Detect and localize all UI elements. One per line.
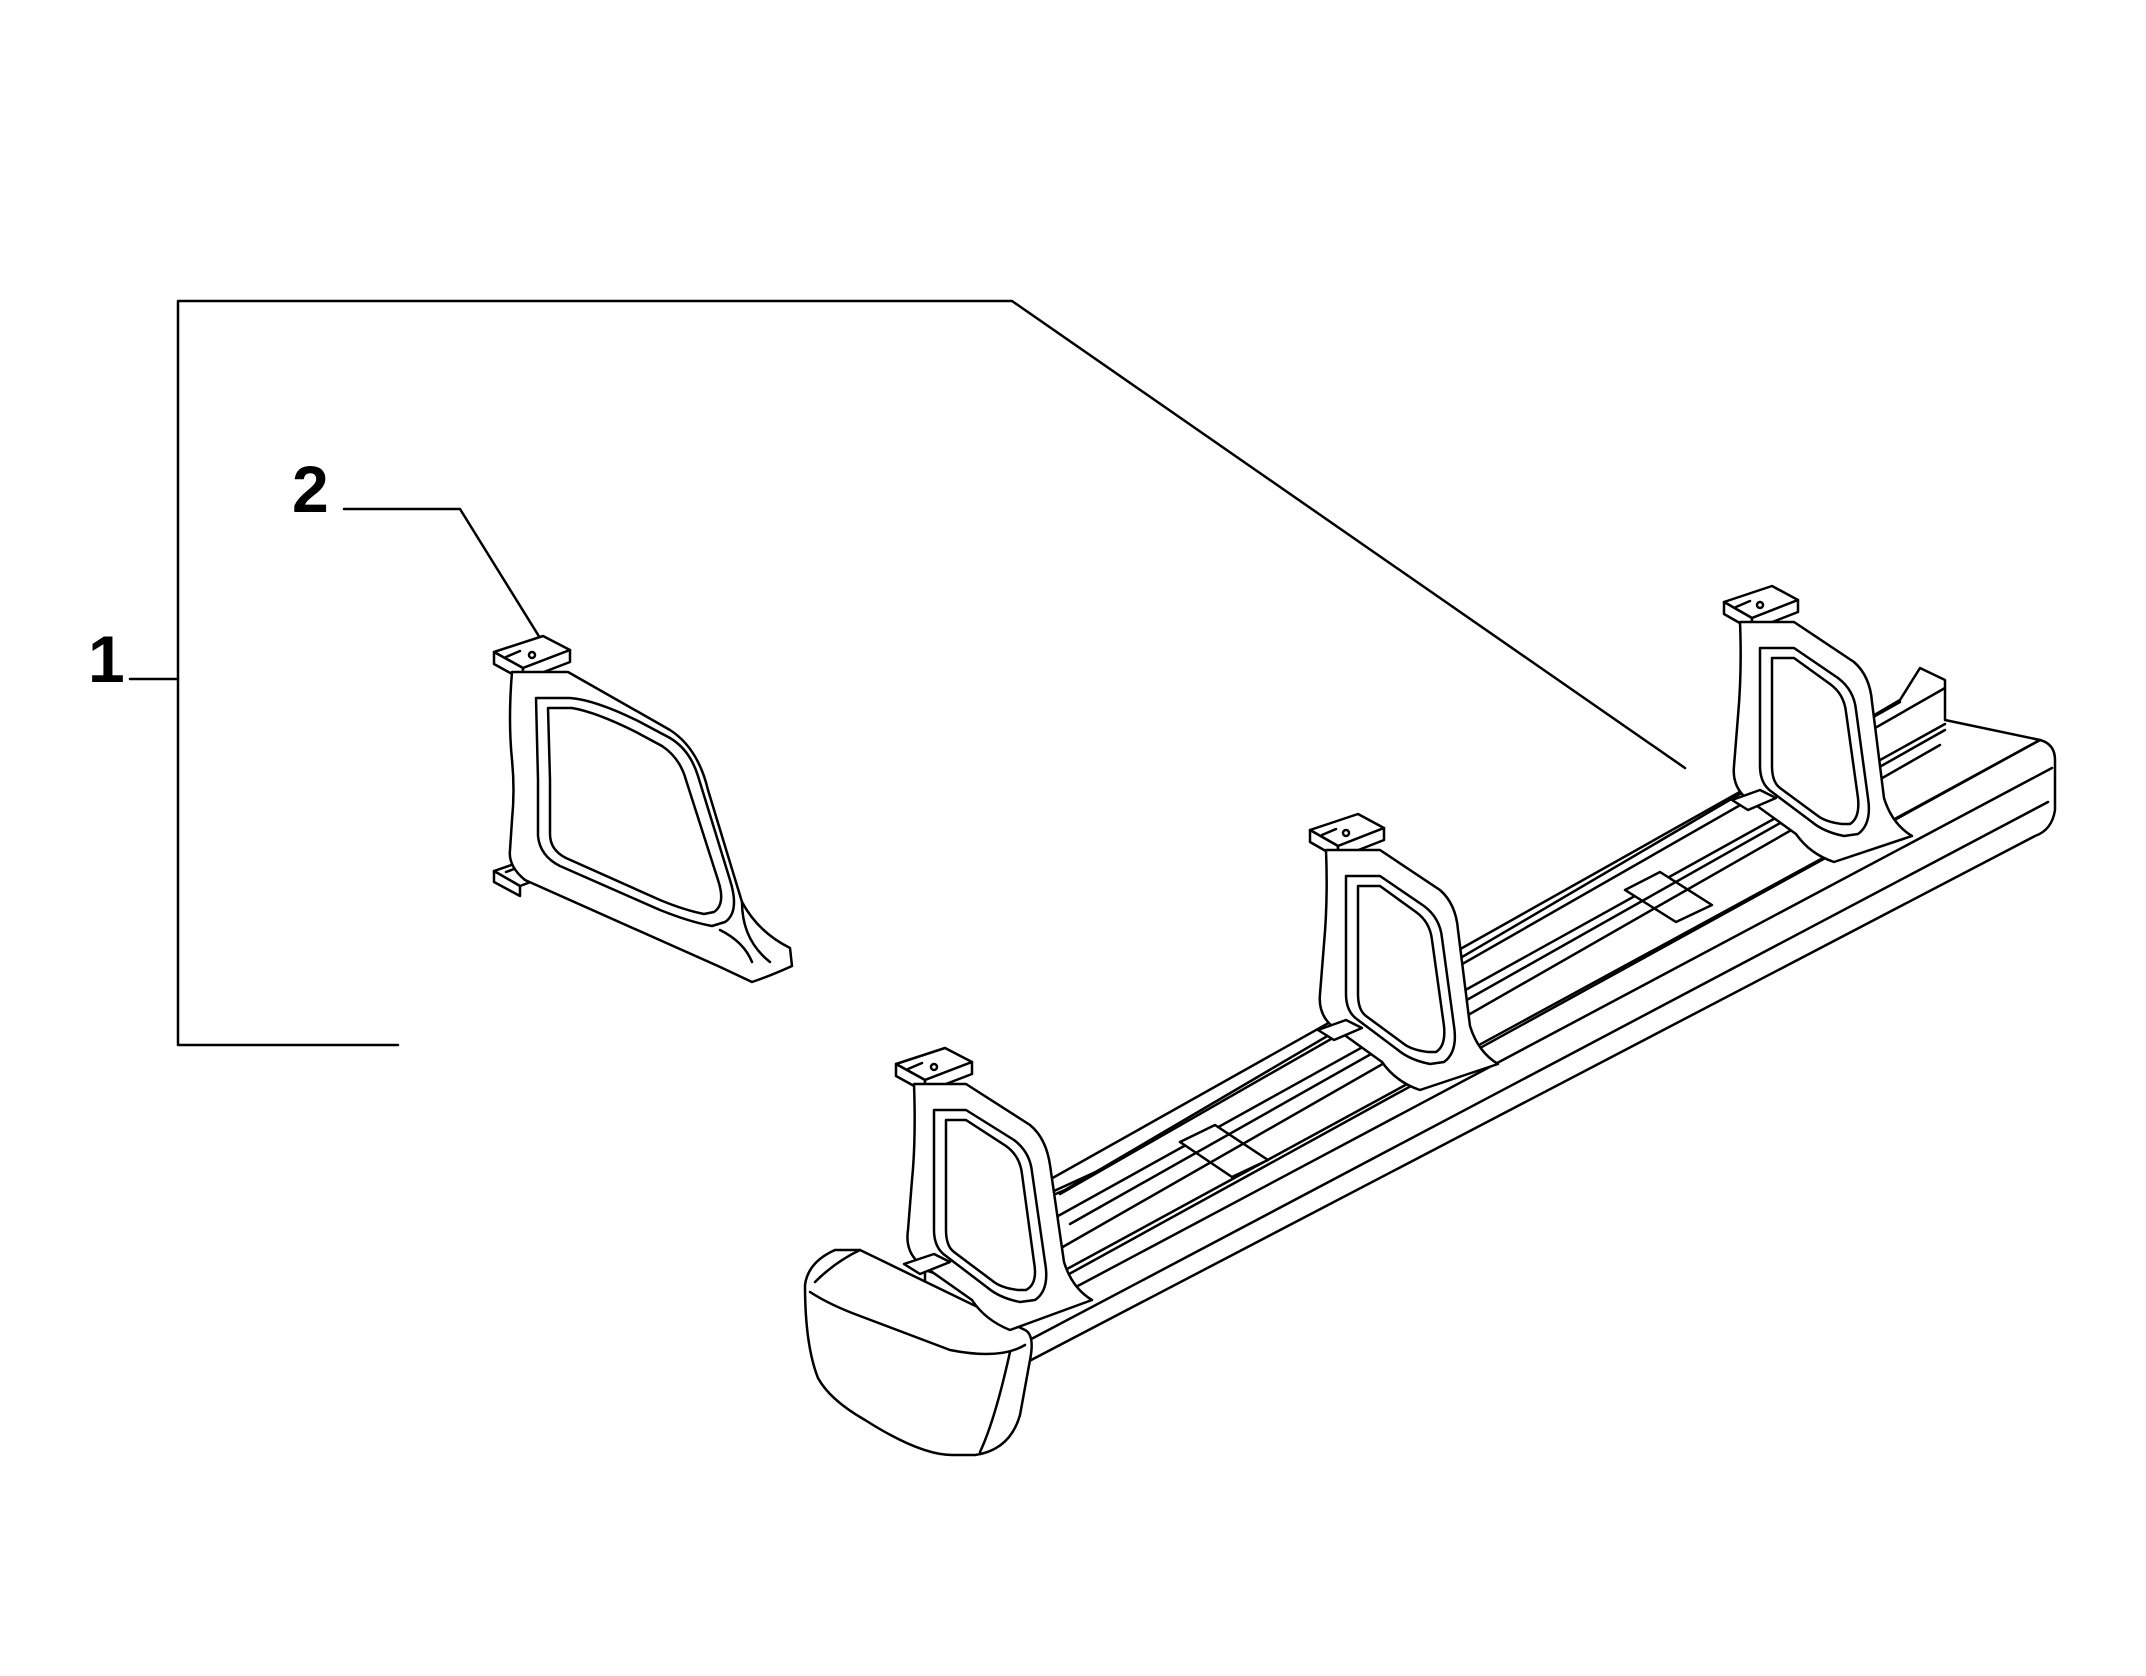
- rail-bracket-right: [1722, 584, 1914, 864]
- leader-line-1: [128, 299, 1687, 1047]
- leader-line-2: [342, 507, 542, 640]
- bracket-part-2: [492, 634, 794, 984]
- rail-bracket-middle: [1308, 812, 1500, 1092]
- callout-label-2: 2: [292, 452, 329, 526]
- rail-bracket-left: [894, 1046, 1094, 1332]
- running-board-assembly-part-1: [803, 584, 2057, 1457]
- callout-label-1: 1: [88, 622, 125, 696]
